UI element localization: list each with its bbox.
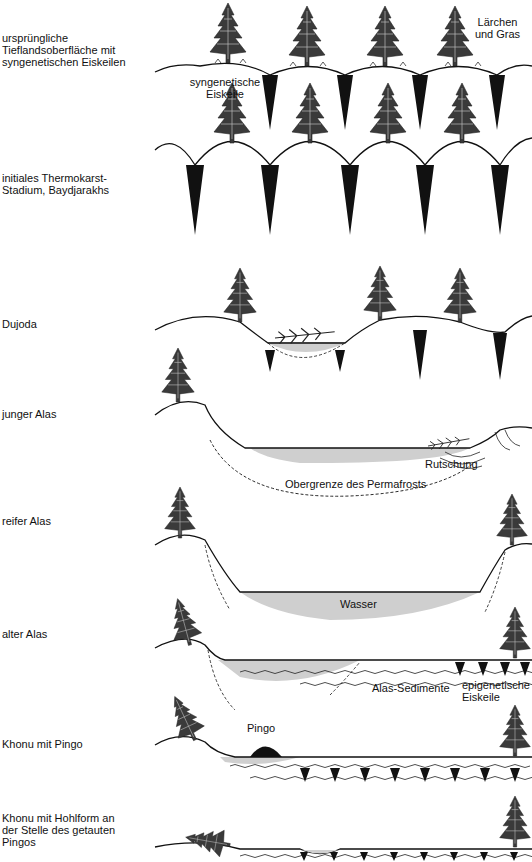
panel-old-alas xyxy=(155,595,532,710)
panel-dujoda xyxy=(155,266,532,380)
panel-initial-thermokarst xyxy=(155,83,532,235)
stage-label: initiales Thermokarst-Stadium, Baydjarak… xyxy=(2,172,114,196)
slump-label: Rutschung xyxy=(425,458,495,470)
panel-khonu-hollow xyxy=(155,796,532,861)
vegetation-label: Lärchen und Gras xyxy=(470,16,525,40)
stage-label: reifer Alas xyxy=(2,515,122,527)
sediment-label: Alas-Sedimente xyxy=(372,682,462,694)
panel-young-alas xyxy=(155,348,532,496)
stage-label: Khonu mit Pingo xyxy=(2,738,122,750)
permafrost-label: Obergrenze des Permafrosts xyxy=(285,478,455,490)
panel-mature-alas xyxy=(155,487,532,620)
stage-label: alter Alas xyxy=(2,628,122,640)
panel-khonu-pingo xyxy=(155,690,532,782)
stage-label: Dujoda xyxy=(2,318,122,330)
stage-label: ursprüngliche Tieflandsoberfläche mit sy… xyxy=(2,32,127,68)
ice-wedge-label: epigenetische Eiskeile xyxy=(462,679,532,703)
pingo-label: Pingo xyxy=(247,722,287,734)
water-label: Wasser xyxy=(340,598,400,610)
panel-original-surface xyxy=(155,3,532,130)
ice-wedge-label: syngenetische Eiskeile xyxy=(180,76,270,100)
stage-label: junger Alas xyxy=(2,408,122,420)
stage-label: Khonu mit Hohlform an der Stelle des get… xyxy=(2,812,130,848)
